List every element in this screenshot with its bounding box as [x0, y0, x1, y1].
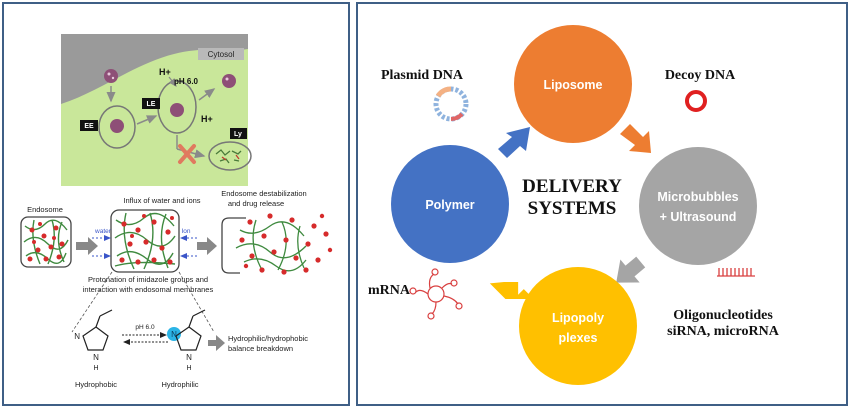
ph-equilibrium-label: pH 6.0	[135, 324, 155, 331]
nh-h-label-2: H	[186, 365, 191, 372]
mrna-label: mRNA	[368, 283, 411, 298]
maturation-arrow	[136, 115, 158, 125]
step-arrow-1	[76, 237, 98, 255]
hydrophilic-label: Hydrophilic	[161, 380, 198, 389]
lipopolyplexes-label-2: plexes	[559, 331, 598, 345]
early-endosome	[98, 105, 136, 149]
oligonucleotide-icon	[717, 268, 755, 277]
broken-endosome-membrane	[221, 217, 246, 274]
arrow-lipopolyplexes-to-polymer	[489, 282, 534, 299]
nh-h-label: H	[93, 365, 98, 372]
arrow-microbubbles-to-lipopolyplexes	[616, 256, 646, 283]
protonated-n-label: N	[171, 330, 177, 339]
proton-label-1: H+	[159, 67, 171, 77]
decoy-dna-label: Decoy DNA	[665, 68, 736, 83]
arrow-polymer-to-liposome	[498, 127, 530, 158]
nh-n-label-2: N	[186, 353, 192, 362]
proton-sponge-figure: Endosome Influx of water and ions Endoso…	[20, 189, 333, 389]
nh-n-label: N	[93, 353, 99, 362]
polymer-label: Polymer	[425, 198, 474, 212]
nanoparticle	[104, 69, 118, 83]
liposome-circle	[514, 25, 632, 143]
center-title-line-1: DELIVERY	[522, 176, 622, 197]
nanoparticle	[110, 119, 124, 133]
sirna-microrna-label: siRNA, microRNA	[667, 324, 780, 339]
imidazole-hydrophobic: N N H	[74, 309, 113, 372]
breakdown-label-1: Hydrophilic/hydrophobic	[228, 334, 308, 343]
escape-arrow	[198, 88, 216, 101]
le-label-box	[142, 98, 160, 109]
endosome-pathway-figure: Cytosol EE LE H+ pH 6.0 H+	[61, 34, 252, 186]
protonation-label-1: Protonation of imidazole groups and	[88, 275, 208, 284]
hydrophobic-label: Hydrophobic	[75, 380, 117, 389]
microbubbles-circle	[639, 147, 757, 265]
endosome-label: Endosome	[27, 205, 63, 214]
oligonucleotides-label: Oligonucleotides	[673, 308, 773, 323]
polymer-circle	[391, 145, 509, 263]
drug-particles	[27, 222, 65, 262]
n-atom-label: N	[74, 332, 80, 341]
breakdown-label-2: balance breakdown	[228, 344, 293, 353]
ly-label: Ly	[234, 131, 242, 138]
microbubbles-label-1: Microbubbles	[657, 190, 738, 204]
lipopolyplexes-circle	[519, 267, 637, 385]
lipopolyplexes-label-1: Lipopoly	[552, 311, 604, 325]
cytosol-label: Cytosol	[208, 50, 235, 59]
ion-label: Ion	[181, 228, 190, 235]
influx-label: Influx of water and ions	[123, 196, 200, 205]
breakdown-arrow	[208, 335, 225, 351]
lysosome	[208, 141, 252, 171]
ly-label-box	[230, 128, 247, 139]
protonation-label-2: interaction with endosomal membranes	[83, 285, 214, 294]
liposome-label: Liposome	[543, 78, 602, 92]
destabilization-label-1: Endosome destabilization	[221, 189, 306, 198]
center-title-line-2: SYSTEMS	[528, 198, 617, 219]
mrna-icon	[409, 268, 463, 320]
released-drug-particles	[239, 213, 333, 275]
ee-label: EE	[84, 123, 94, 130]
left-panel: Cytosol EE LE H+ pH 6.0 H+	[2, 2, 350, 406]
le-label: LE	[147, 101, 156, 108]
cytosol-label-box	[198, 48, 244, 60]
ph-label: pH 6.0	[174, 77, 199, 86]
right-panel: DELIVERY SYSTEMS Liposome Microbubbles +…	[356, 2, 848, 406]
water-label: water	[94, 228, 112, 235]
plasmid-dna-label: Plasmid DNA	[381, 68, 464, 83]
microbubbles-label-2: + Ultrasound	[660, 210, 737, 224]
plasmid-dna-icon	[433, 86, 469, 122]
released-nanoparticle	[222, 74, 236, 88]
proton-label-2: H+	[201, 114, 213, 124]
ee-label-box	[80, 120, 98, 131]
decoy-dna-icon	[685, 90, 707, 112]
blocked-x-icon	[178, 144, 196, 164]
nanoparticle	[170, 103, 184, 117]
delivery-systems-diagram: DELIVERY SYSTEMS Liposome Microbubbles +…	[368, 25, 780, 385]
arrow-liposome-to-microbubbles	[620, 124, 651, 153]
left-diagram: Cytosol EE LE H+ pH 6.0 H+	[20, 34, 333, 389]
imidazole-hydrophilic: N N H	[167, 309, 206, 372]
destabilization-label-2: and drug release	[228, 199, 284, 208]
step-arrow-2	[197, 237, 217, 255]
